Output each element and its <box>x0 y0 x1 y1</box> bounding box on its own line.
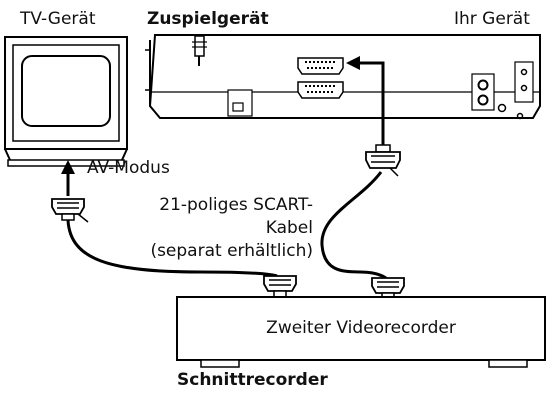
scart-socket-1 <box>297 57 344 75</box>
av-mode-label: AV-Modus <box>87 158 170 178</box>
signal-arrow-vcr <box>346 56 385 145</box>
tv-label: TV-Gerät <box>20 9 96 29</box>
av-mode-arrow <box>61 160 75 196</box>
scart-plug-second-vcr-2 <box>371 277 405 300</box>
vcr-rear-panel <box>145 34 541 120</box>
cable-vcr <box>320 171 387 280</box>
cable-label-line2: Kabel <box>265 218 313 238</box>
scart-plug-second-vcr-1 <box>263 275 297 298</box>
source-device-label: Zuspielgerät <box>147 9 269 29</box>
scart-plug-tv <box>51 198 89 223</box>
your-device-label: Ihr Gerät <box>454 9 530 29</box>
second-vcr <box>176 296 546 368</box>
cable-label-line1: 21-poliges SCART- <box>159 195 313 215</box>
scart-plug-vcr <box>365 144 401 177</box>
cable-label-line3: (separat erhältlich) <box>150 241 313 261</box>
tv-set <box>4 36 128 167</box>
cable-tv <box>66 219 278 278</box>
second-vcr-label: Zweiter Videorecorder <box>266 318 456 338</box>
scart-socket-2 <box>297 81 344 99</box>
edit-recorder-label: Schnittrecorder <box>177 370 328 390</box>
